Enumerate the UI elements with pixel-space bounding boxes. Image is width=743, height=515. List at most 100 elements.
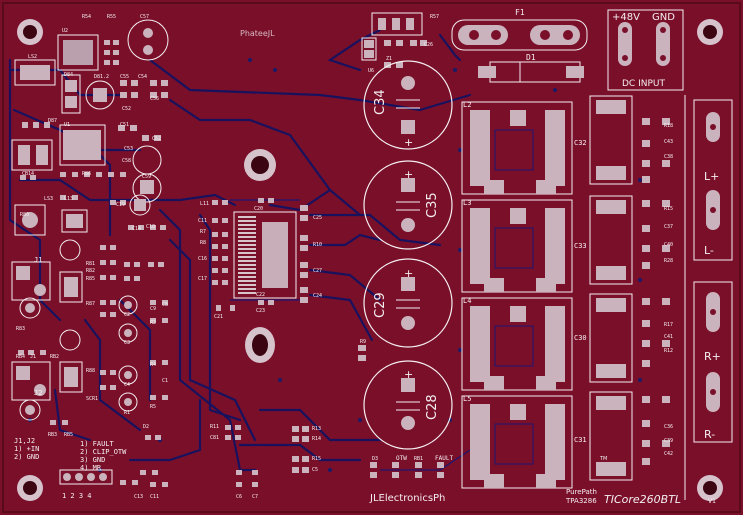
label-c29: C29: [373, 292, 388, 318]
label-r-minus: R-: [704, 428, 715, 441]
svg-text:CB14: CB14: [22, 171, 34, 177]
label-c35-pol: +: [404, 168, 413, 181]
legend-fault: 1) FAULT: [80, 440, 115, 448]
svg-text:R9: R9: [360, 339, 366, 345]
output-filter: [461, 95, 733, 500]
svg-text:R87: R87: [86, 301, 95, 307]
svg-text:R11: R11: [210, 424, 219, 430]
svg-text:R7: R7: [200, 229, 206, 235]
svg-text:D3: D3: [372, 456, 378, 462]
svg-text:R57: R57: [430, 14, 439, 20]
legend-pins: 1 2 3 4: [62, 492, 92, 500]
svg-text:R81: R81: [86, 261, 95, 267]
svg-text:R54: R54: [82, 14, 91, 20]
label-c35: C35: [425, 192, 440, 218]
svg-text:C40: C40: [664, 242, 673, 248]
label-j2: J2: [34, 389, 42, 397]
label-fault: FAULT: [435, 455, 453, 462]
label-dc-input: DC INPUT: [622, 79, 665, 89]
svg-text:C22: C22: [256, 292, 265, 298]
svg-text:C39: C39: [664, 438, 673, 444]
svg-text:C17: C17: [198, 276, 207, 282]
svg-text:L13: L13: [64, 196, 73, 202]
svg-text:C26: C26: [424, 42, 433, 48]
svg-text:R28: R28: [664, 258, 673, 264]
svg-text:SCR1: SCR1: [86, 396, 98, 402]
label-otw: OTW: [396, 455, 407, 462]
svg-text:C56: C56: [150, 96, 159, 102]
svg-text:C20: C20: [254, 206, 263, 212]
svg-text:C51: C51: [120, 122, 129, 128]
svg-text:C43: C43: [664, 139, 673, 145]
svg-text:C7: C7: [252, 494, 258, 500]
input-connectors: [11, 239, 138, 485]
svg-text:C57: C57: [140, 14, 149, 20]
svg-text:C3: C3: [124, 340, 130, 346]
svg-text:R8: R8: [200, 240, 206, 246]
maker-mirrored: PhateeJL: [240, 29, 275, 38]
svg-text:C11: C11: [150, 494, 159, 500]
label-l-plus: L+: [704, 170, 719, 183]
cap-c35: [363, 160, 453, 250]
label-j1: J1: [34, 256, 42, 264]
label-c30: C30: [574, 334, 587, 342]
svg-text:C2: C2: [124, 312, 130, 318]
svg-text:C54: C54: [138, 74, 147, 80]
label-c28: C28: [425, 394, 440, 420]
label-c31: C31: [574, 436, 587, 444]
svg-text:C19: C19: [116, 202, 125, 208]
label-gnd: GND: [652, 12, 675, 23]
svg-text:R4: R4: [150, 362, 156, 368]
svg-text:C10: C10: [146, 224, 155, 230]
svg-text:R14: R14: [312, 436, 321, 442]
svg-text:C27: C27: [313, 268, 322, 274]
svg-text:C62: C62: [152, 136, 161, 142]
svg-text:RB1: RB1: [414, 456, 423, 462]
svg-text:C37: C37: [664, 224, 673, 230]
svg-text:R15: R15: [664, 206, 673, 212]
smd-pads: [18, 12, 444, 487]
label-l-minus: L-: [704, 244, 714, 257]
svg-text:C6: C6: [236, 494, 242, 500]
svg-text:R5: R5: [150, 404, 156, 410]
svg-text:RB5: RB5: [64, 432, 73, 438]
label-l5: L5: [463, 395, 471, 403]
svg-text:C21: C21: [214, 314, 223, 320]
ref-designators: LS2 U2 R54 R55 C57 D84 D81.2 C55 C54 C51…: [16, 14, 673, 500]
mounting-holes: [17, 19, 723, 501]
svg-text:J1: J1: [30, 354, 36, 360]
svg-text:RB2: RB2: [50, 354, 59, 360]
svg-text:C38: C38: [664, 154, 673, 160]
cap-c29: [363, 258, 453, 348]
svg-text:Z1: Z1: [386, 56, 392, 62]
cap-c28: [363, 360, 453, 450]
svg-text:C24: C24: [313, 293, 322, 299]
svg-text:R17: R17: [664, 322, 673, 328]
svg-text:R2: R2: [150, 320, 156, 326]
svg-text:R18: R18: [664, 123, 673, 129]
svg-text:C4: C4: [124, 382, 130, 388]
svg-text:R12: R12: [664, 348, 673, 354]
svg-text:C58: C58: [122, 158, 131, 164]
label-fuse: F1: [515, 8, 525, 17]
silkscreen-text: C34 + C35 + C29 + C28 + L2 L3 L4 L5 C32 …: [14, 8, 721, 506]
svg-text:U1: U1: [64, 122, 70, 128]
label-r-plus: R+: [704, 350, 721, 363]
svg-text:R88: R88: [86, 368, 95, 374]
svg-text:C36: C36: [664, 424, 673, 430]
svg-text:R1: R1: [124, 410, 130, 416]
svg-text:C42: C42: [664, 451, 673, 457]
svg-text:LS3: LS3: [44, 196, 53, 202]
svg-text:D2: D2: [143, 424, 149, 430]
svg-text:C13: C13: [134, 494, 143, 500]
svg-text:C16: C16: [198, 256, 207, 262]
ps-section: [11, 19, 169, 236]
svg-text:C59: C59: [142, 174, 151, 180]
svg-text:RB4: RB4: [16, 354, 25, 360]
label-l3: L3: [463, 199, 471, 207]
product-version: V1: [708, 498, 716, 505]
svg-text:R15: R15: [312, 456, 321, 462]
maker-name: JLElectronicsPh: [369, 493, 445, 504]
label-c28-pol: +: [404, 368, 413, 381]
svg-text:D84: D84: [64, 72, 73, 78]
